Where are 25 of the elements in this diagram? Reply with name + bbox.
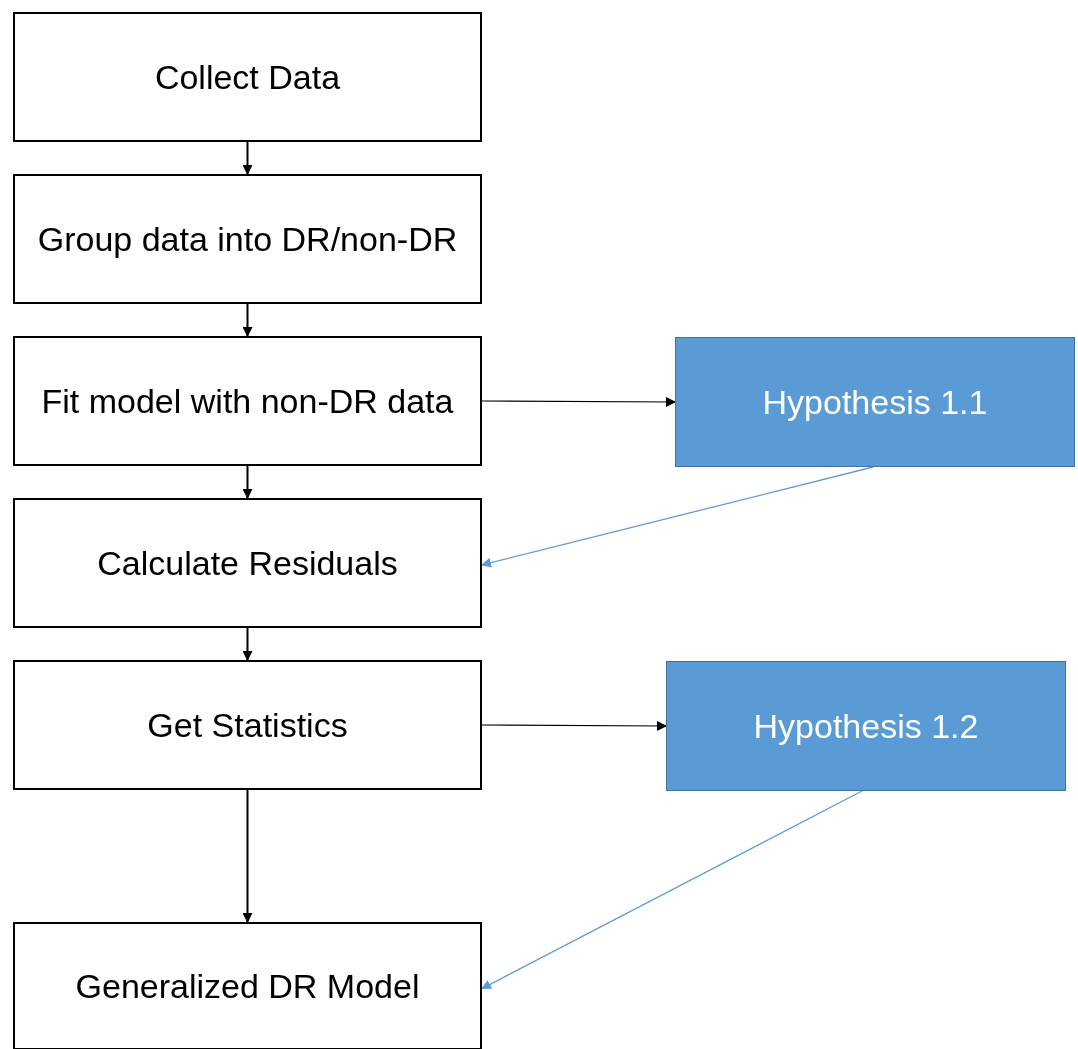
arrow (481, 466, 874, 568)
arrow (242, 789, 253, 923)
process-box (13, 336, 482, 466)
hypothesis-box (675, 337, 1075, 467)
arrow (242, 465, 253, 499)
arrow (242, 141, 253, 175)
arrow (242, 627, 253, 661)
process-box (13, 922, 482, 1049)
node-label: Fit model with non-DR data (40, 380, 455, 422)
node-label: Get Statistics (146, 704, 349, 746)
node-label: Hypothesis 1.2 (752, 705, 980, 747)
arrow (242, 303, 253, 337)
arrow (481, 396, 676, 407)
node-label: Generalized DR Model (74, 965, 421, 1007)
node-label: Group data into DR/non-DR (36, 218, 459, 260)
arrow (481, 790, 863, 990)
arrow (481, 720, 667, 731)
hypothesis-box (666, 661, 1066, 791)
process-box (13, 174, 482, 304)
node-label: Hypothesis 1.1 (761, 381, 989, 423)
process-box (13, 498, 482, 628)
node-label: Collect Data (153, 56, 342, 98)
node-label: Calculate Residuals (96, 542, 399, 584)
process-box (13, 660, 482, 790)
process-box (13, 12, 482, 142)
